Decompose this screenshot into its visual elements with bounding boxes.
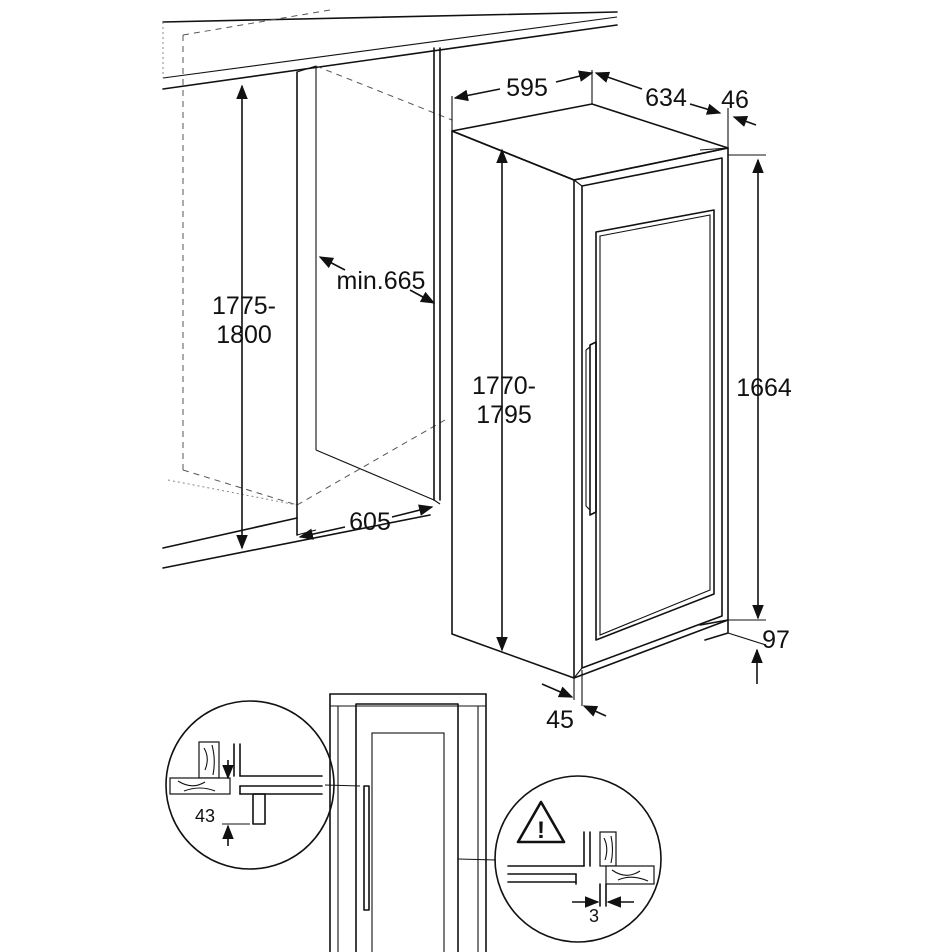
niche-depth-label: min.665 — [337, 267, 426, 295]
unit-depth-dimension: 634 — [594, 71, 729, 148]
niche-outline — [162, 9, 618, 569]
warning-symbol: ! — [537, 817, 545, 844]
niche-height-label-1: 1775- — [212, 292, 276, 320]
body-height-dimension: 1664 — [728, 154, 792, 621]
unit-width-dimension: 595 — [451, 70, 594, 131]
door-depth-label: 46 — [721, 86, 749, 114]
unit-height-dimension: 1770- 1795 — [472, 148, 536, 652]
niche-height-dimension: 1775- 1800 — [212, 84, 276, 550]
unit-height-label-2: 1795 — [476, 401, 532, 429]
body-height-label: 1664 — [736, 374, 792, 402]
niche-width-label: 605 — [349, 508, 391, 536]
right-gap-label: 3 — [589, 906, 599, 926]
bottom-offset-label: 45 — [546, 706, 574, 734]
door-handle-icon — [585, 341, 597, 516]
warning-triangle-icon: ! — [516, 800, 566, 844]
unit-height-label-1: 1770- — [472, 372, 536, 400]
niche-height-label-2: 1800 — [216, 321, 272, 349]
plinth-height-label: 97 — [762, 626, 790, 654]
niche-depth-dimension: min.665 — [318, 256, 436, 304]
door-depth-dimension: 46 — [721, 86, 757, 127]
right-detail-circle: ! 3 — [457, 775, 662, 943]
left-gap-label: 43 — [195, 806, 215, 826]
unit-width-label: 595 — [506, 74, 548, 102]
unit-depth-label: 634 — [645, 84, 687, 112]
bottom-offset-dimension: 45 — [541, 670, 607, 734]
front-view — [329, 693, 487, 952]
left-detail-circle: 43 — [165, 700, 361, 870]
plinth-height-dimension: 97 — [727, 626, 790, 684]
niche-width-dimension: 605 — [298, 504, 434, 540]
